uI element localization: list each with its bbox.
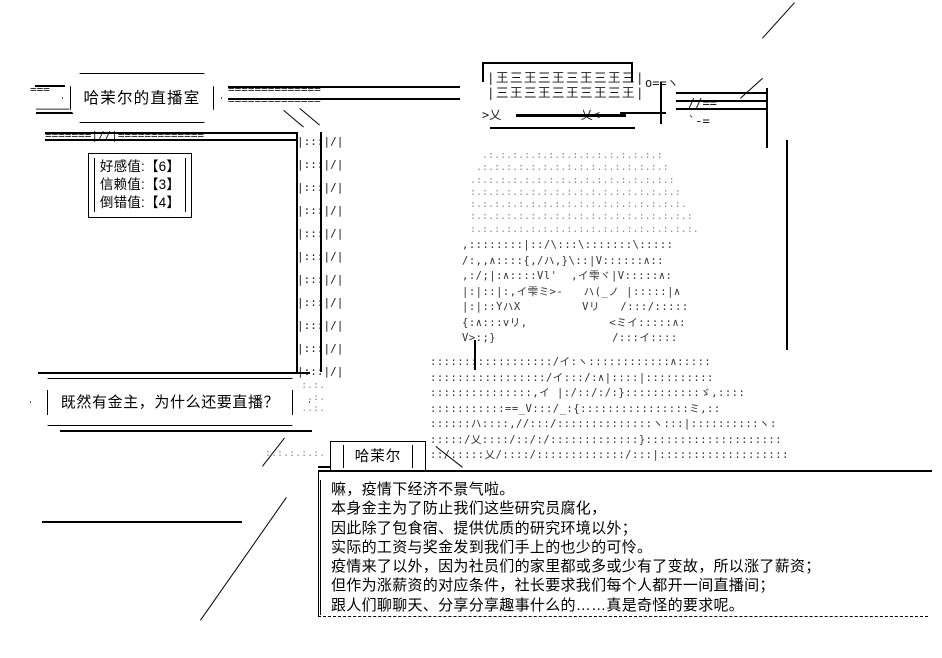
rule-window-bar — [516, 114, 626, 117]
status-row-trust: 信赖值:【3】 — [94, 176, 186, 194]
vrule-window-right — [631, 62, 633, 82]
rule-right-c — [676, 108, 766, 110]
diag-top-right — [762, 2, 796, 39]
rule-window-underline — [490, 127, 635, 129]
aa-wall-texture: .:.:.:.:.:.:.:.:.:.:.:.:.:.:.: .:.:.:.:.… — [470, 150, 699, 235]
rule-top-left-2 — [36, 112, 80, 114]
status-row-perversion: 倒错值:【4】 — [94, 194, 186, 212]
vrule-left-column — [296, 132, 298, 372]
aa-corner-mark: o==ヽ — [645, 76, 679, 90]
status-panel: 好感值:【6】 信赖值:【3】 倒错值:【4】 — [88, 153, 192, 218]
question-text: 既然有金主，为什么还要直播？ — [47, 390, 293, 415]
diag-dialogue-lead — [435, 446, 463, 469]
diag-top-a — [283, 110, 304, 128]
aa-window-frame: |王三王三王三王三王三| |三王三王三王三王三王| — [487, 70, 646, 100]
aa-title-right-rail-2: ============== — [228, 94, 321, 107]
rule-top-left — [35, 85, 65, 87]
speaker-name: 哈茉尔 — [342, 444, 414, 468]
rule-title-right — [228, 86, 460, 88]
aa-top-left-rail-2: ───── — [36, 103, 70, 116]
dialogue-line: 疫情来了以外，因为社员们的家里都或多或少有了变故，所以涨了薪资； — [320, 557, 928, 577]
rule-under-title — [45, 132, 297, 134]
title-plate: 哈茉尔的直播室 — [62, 73, 222, 123]
diag-top-b — [299, 108, 320, 126]
vrule-window-left — [482, 62, 484, 82]
rule-dialogue-top — [318, 470, 928, 472]
vrule-char-right — [786, 140, 788, 350]
diag-top-right-2 — [740, 77, 764, 100]
rule-above-question — [38, 372, 310, 374]
dialogue-line: 实际的工资与奖金发到我们手上的也少的可怜。 — [320, 537, 928, 558]
rule-window-top — [482, 62, 632, 64]
dialogue-line: 但作为涨薪资的对应条件，社长要求我们每个人都开一间直播间； — [320, 576, 928, 596]
rule-right-a — [676, 92, 766, 94]
vrule-char-left — [474, 340, 476, 370]
dialogue-line: 跟人们聊聊天、分享分享趣事什么的……真是奇怪的要求呢。 — [320, 595, 928, 616]
diag-bottom-long — [200, 497, 288, 621]
aa-corner-dash: `-= — [688, 114, 710, 128]
dialogue-line: 嘛，疫情下经济不景气啦。 — [320, 480, 928, 500]
aa-character-face: ,::::::::|::/\:::\:::::::\::::: /:,,∧:::… — [462, 239, 689, 344]
diag-bottom-short — [262, 437, 286, 467]
rule-below-question — [60, 430, 312, 432]
dialogue-line: 因此除了包食宿、提供优质的研究环境以外； — [320, 518, 928, 538]
vrule-window-divider — [660, 82, 662, 124]
rule-title-right-3 — [620, 112, 666, 114]
vrule-right-edge — [766, 88, 768, 148]
rule-under-title-b — [45, 139, 297, 141]
question-choice[interactable]: 既然有金主，为什么还要直播？ — [30, 378, 310, 426]
rule-title-right-2 — [228, 98, 460, 100]
status-row-affection: 好感值:【6】 — [94, 158, 186, 176]
rule-right-b — [676, 100, 766, 102]
dialogue-box[interactable]: 嘛，疫情下经济不景气啦。 本身金主为了防止我们这些研究员腐化， 因此除了包食宿、… — [318, 471, 928, 617]
speaker-nameplate: 哈茉尔 — [330, 441, 426, 471]
aa-character-body: ::::::::::::::::::/イ:ヽ::::::::::::∧:::::… — [430, 356, 789, 461]
page-title: 哈茉尔的直播室 — [70, 85, 215, 111]
dialogue-line: 本身金主为了防止我们这些研究员腐化， — [320, 499, 928, 519]
vrule-left-column-2 — [320, 132, 322, 372]
rule-bottom-left — [42, 521, 242, 523]
